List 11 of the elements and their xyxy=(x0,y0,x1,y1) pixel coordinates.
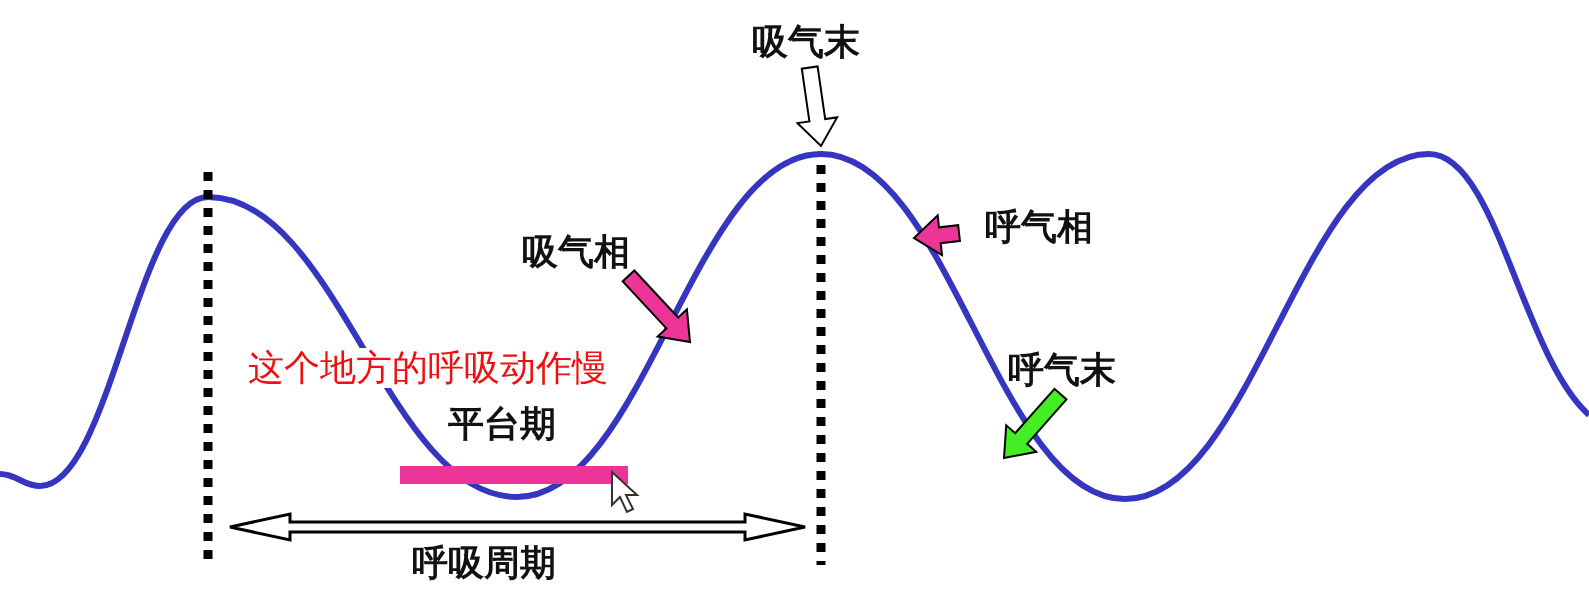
plateau-label: 平台期 xyxy=(448,404,556,444)
phase-label: 呼气相 xyxy=(985,207,1093,247)
phase-label: 呼气末 xyxy=(1008,350,1116,390)
phase-label: 吸气末 xyxy=(752,22,860,62)
cycle-label: 呼吸周期 xyxy=(412,543,556,583)
annotation-note: 这个地方的呼吸动作慢 xyxy=(248,348,608,388)
arrow xyxy=(621,269,692,344)
phase-label: 吸气相 xyxy=(522,232,630,272)
arrow xyxy=(912,213,961,257)
arrow xyxy=(795,65,839,148)
arrow xyxy=(1002,387,1068,460)
